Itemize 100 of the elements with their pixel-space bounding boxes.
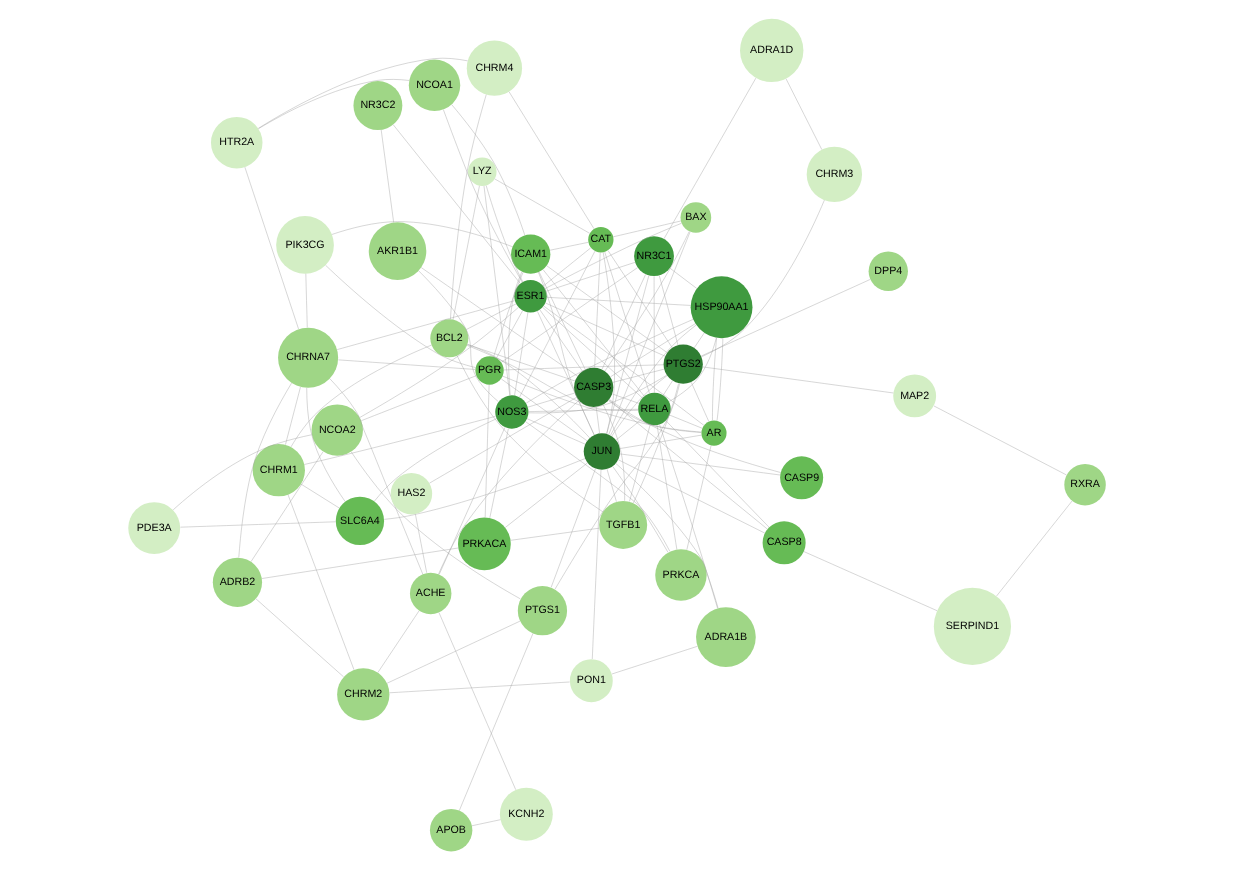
connector xyxy=(611,375,668,437)
connector xyxy=(538,271,586,370)
connector xyxy=(439,427,506,575)
connector xyxy=(602,252,615,435)
connector xyxy=(592,469,602,660)
connector xyxy=(418,270,499,402)
connector xyxy=(602,404,625,502)
connector xyxy=(172,434,312,511)
connector xyxy=(608,400,702,433)
connector xyxy=(290,344,432,448)
connector xyxy=(785,78,823,150)
connector xyxy=(610,323,696,378)
connector xyxy=(539,309,583,372)
connector xyxy=(527,392,575,408)
connector xyxy=(258,79,410,129)
connector xyxy=(325,265,476,368)
connector xyxy=(612,466,669,553)
connector xyxy=(329,378,423,575)
connector xyxy=(508,271,523,396)
connector xyxy=(438,612,516,790)
connector xyxy=(606,468,617,502)
connector xyxy=(668,337,717,402)
connector xyxy=(996,500,1073,597)
connector xyxy=(496,310,523,359)
connector xyxy=(392,124,521,284)
connector xyxy=(452,185,480,320)
connector xyxy=(610,324,697,436)
connector xyxy=(451,104,526,236)
connector xyxy=(656,424,678,550)
connector xyxy=(514,312,529,396)
connector xyxy=(485,185,524,283)
connector xyxy=(484,384,490,518)
connector xyxy=(669,414,703,429)
connector xyxy=(361,375,477,421)
connector xyxy=(608,231,691,435)
connector xyxy=(501,267,638,363)
connector xyxy=(338,359,476,370)
connector xyxy=(694,332,705,348)
connector xyxy=(471,819,501,826)
connector xyxy=(443,109,523,283)
connector xyxy=(331,221,513,247)
connector xyxy=(608,399,768,530)
connector xyxy=(467,344,590,439)
connector xyxy=(550,468,596,588)
connector xyxy=(528,374,667,414)
connector xyxy=(377,610,420,673)
connector xyxy=(438,400,580,575)
connector xyxy=(380,129,394,223)
connector xyxy=(613,220,681,238)
connector xyxy=(180,521,336,528)
connector xyxy=(503,364,664,371)
connector xyxy=(542,269,645,397)
connector xyxy=(601,274,646,370)
connector xyxy=(691,382,710,422)
connector xyxy=(450,94,487,320)
connector xyxy=(386,620,521,684)
connector xyxy=(716,337,724,421)
connector xyxy=(629,424,651,502)
connector xyxy=(261,547,459,579)
connector xyxy=(803,551,938,611)
connector xyxy=(619,453,781,476)
connector xyxy=(389,681,570,694)
connector xyxy=(483,185,510,396)
connector xyxy=(493,272,524,357)
connector xyxy=(663,77,757,239)
connector xyxy=(542,307,643,399)
connector xyxy=(612,393,640,404)
connector xyxy=(546,265,668,353)
connector xyxy=(359,307,519,418)
connector xyxy=(508,91,595,229)
connector xyxy=(285,386,301,445)
connector xyxy=(300,483,340,509)
connector xyxy=(351,451,521,600)
connector xyxy=(612,368,665,383)
connector xyxy=(502,375,702,433)
connector xyxy=(258,57,468,129)
connector xyxy=(467,344,576,382)
connector xyxy=(384,458,586,520)
connector xyxy=(933,405,1067,476)
connector xyxy=(501,378,588,441)
connector xyxy=(244,166,299,330)
connector xyxy=(537,311,595,436)
connector xyxy=(596,406,600,434)
connector xyxy=(543,247,591,287)
connector xyxy=(701,279,871,357)
connector xyxy=(545,262,636,292)
connector xyxy=(594,252,601,368)
connector xyxy=(466,303,517,330)
connector xyxy=(546,297,691,306)
connector xyxy=(305,273,308,328)
connector xyxy=(510,527,600,541)
connector xyxy=(611,646,698,675)
connector xyxy=(701,199,825,358)
connector xyxy=(653,276,655,393)
connector xyxy=(494,178,590,234)
connector xyxy=(421,267,578,377)
connector xyxy=(336,300,515,350)
connector xyxy=(527,418,586,445)
connector xyxy=(686,445,712,551)
connector xyxy=(526,319,694,404)
